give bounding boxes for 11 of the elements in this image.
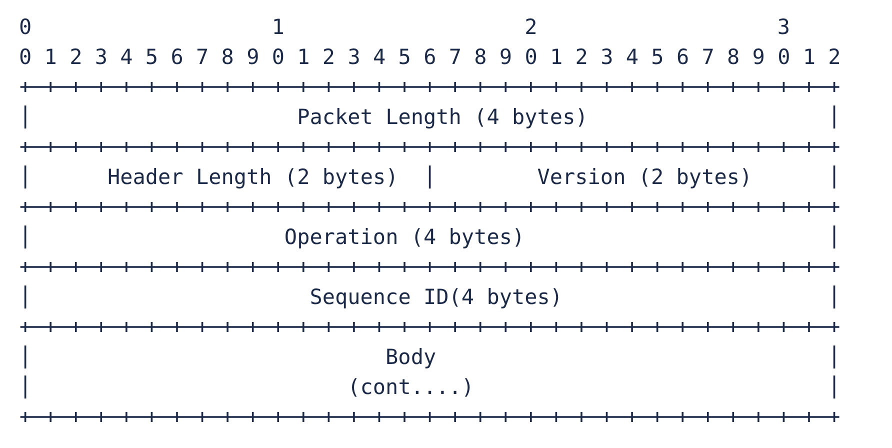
field-label: Operation (4 bytes) [284,224,525,251]
field-label: Sequence ID(4 bytes) [310,284,563,311]
field-label: Header Length (2 bytes) [107,164,398,191]
field-label: Packet Length (4 bytes) [297,104,588,131]
field-label: Body (cont....) [348,344,474,401]
bit-number: 3 [777,14,790,41]
bit-number: 0 [19,14,32,41]
bit-ruler-digits: 0 1 2 3 4 5 6 7 8 9 0 1 2 3 4 5 6 7 8 9 0 1 2 3 4 5 6 7 8 9 0 1 2 [19,44,841,71]
bit-number: 2 [524,14,538,41]
field-label: Version (2 bytes) [537,164,752,191]
bit-number: 1 [272,14,284,41]
